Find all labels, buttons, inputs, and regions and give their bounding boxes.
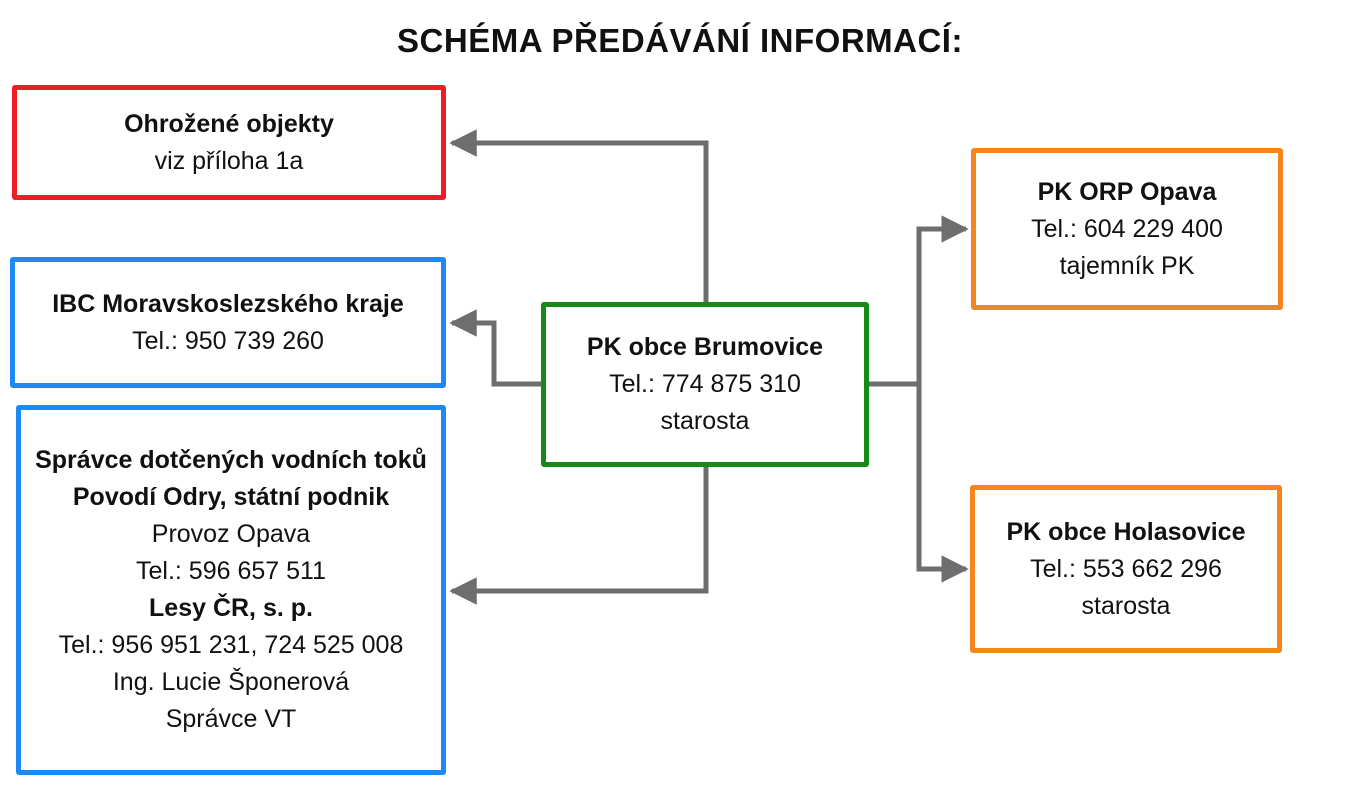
node-title: PK obce Holasovice (1006, 517, 1246, 546)
node-title: IBC Moravskoslezského kraje (52, 289, 404, 318)
arrow-to-holasovice (916, 384, 969, 583)
node-ohrozene-objekty: Ohrožené objekty viz příloha 1a (12, 85, 446, 200)
node-title: Ohrožené objekty (124, 109, 334, 138)
arrow-to-ibc (449, 309, 541, 387)
node-role: starosta (1081, 591, 1171, 620)
node-spravce-toku: Správce dotčených vodních toků Povodí Od… (16, 405, 446, 775)
arrow-to-orp (916, 215, 969, 384)
node-pk-orp-opava: PK ORP Opava Tel.: 604 229 400 tajemník … (971, 148, 1283, 310)
node-ibc-msk: IBC Moravskoslezského kraje Tel.: 950 73… (10, 257, 446, 388)
node-role: starosta (660, 407, 750, 435)
node-title: Správce dotčených vodních toků (35, 446, 427, 474)
diagram-title: SCHÉMA PŘEDÁVÁNÍ INFORMACÍ: (397, 22, 963, 59)
node-person: Ing. Lucie Šponerová (112, 668, 350, 696)
node-phone: Tel.: 604 229 400 (1031, 214, 1223, 243)
node-pk-brumovice: PK obce Brumovice Tel.: 774 875 310 star… (541, 302, 869, 467)
node-pk-holasovice: PK obce Holasovice Tel.: 553 662 296 sta… (970, 485, 1282, 653)
node-role: tajemník PK (1059, 251, 1195, 280)
node-org-unit: Provoz Opava (151, 520, 311, 548)
node-role: Správce VT (165, 705, 297, 733)
arrow-to-spravce (449, 467, 709, 605)
node-title: PK obce Brumovice (586, 333, 824, 361)
node-phone: Tel.: 956 951 231, 724 525 008 (58, 631, 404, 659)
node-detail: viz příloha 1a (154, 146, 304, 175)
node-phone: Tel.: 950 739 260 (132, 326, 324, 355)
node-phone: Tel.: 553 662 296 (1030, 554, 1222, 583)
node-phone: Tel.: 596 657 511 (136, 557, 326, 585)
node-org-povodi-odry: Povodí Odry, státní podnik (72, 483, 390, 511)
node-org-lesy-cr: Lesy ČR, s. p. (149, 594, 313, 622)
node-title: PK ORP Opava (1037, 177, 1217, 206)
node-phone: Tel.: 774 875 310 (609, 370, 801, 398)
arrow-to-ohrozene (449, 129, 709, 302)
